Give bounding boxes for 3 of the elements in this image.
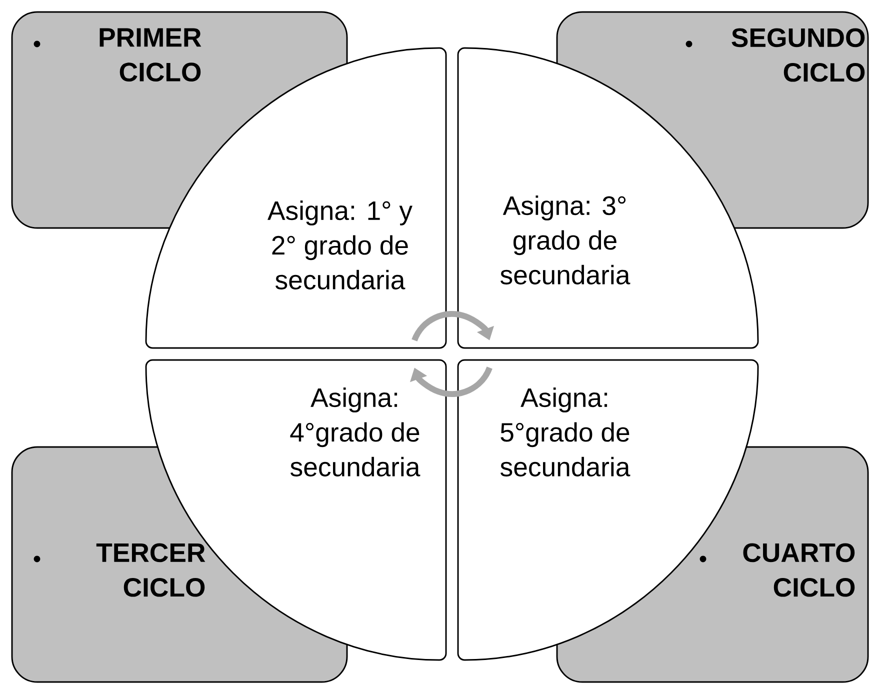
cycle-arrow [412, 311, 494, 342]
quadrant-sector: Asigna: 3° grado de secundaria [457, 47, 759, 349]
cycle-arrow [410, 366, 492, 397]
